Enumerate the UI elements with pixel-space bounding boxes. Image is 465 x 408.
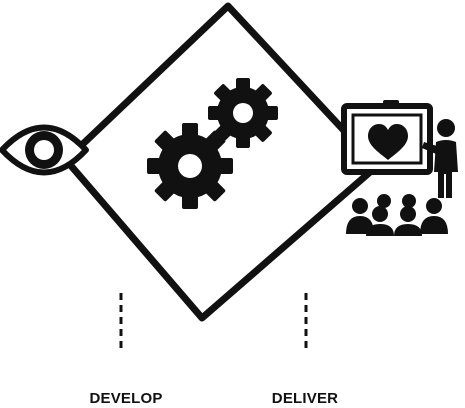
presentation-heart-icon [341, 100, 433, 175]
eye-icon [0, 124, 89, 176]
gears-icon [147, 78, 278, 209]
small-gear-icon [208, 78, 278, 148]
diamond-outline [62, 2, 381, 322]
deliver-label: DELIVER [272, 390, 338, 407]
develop-label: DEVELOP [89, 390, 162, 407]
presenter-icon [422, 119, 458, 198]
audience-icon [346, 194, 448, 236]
